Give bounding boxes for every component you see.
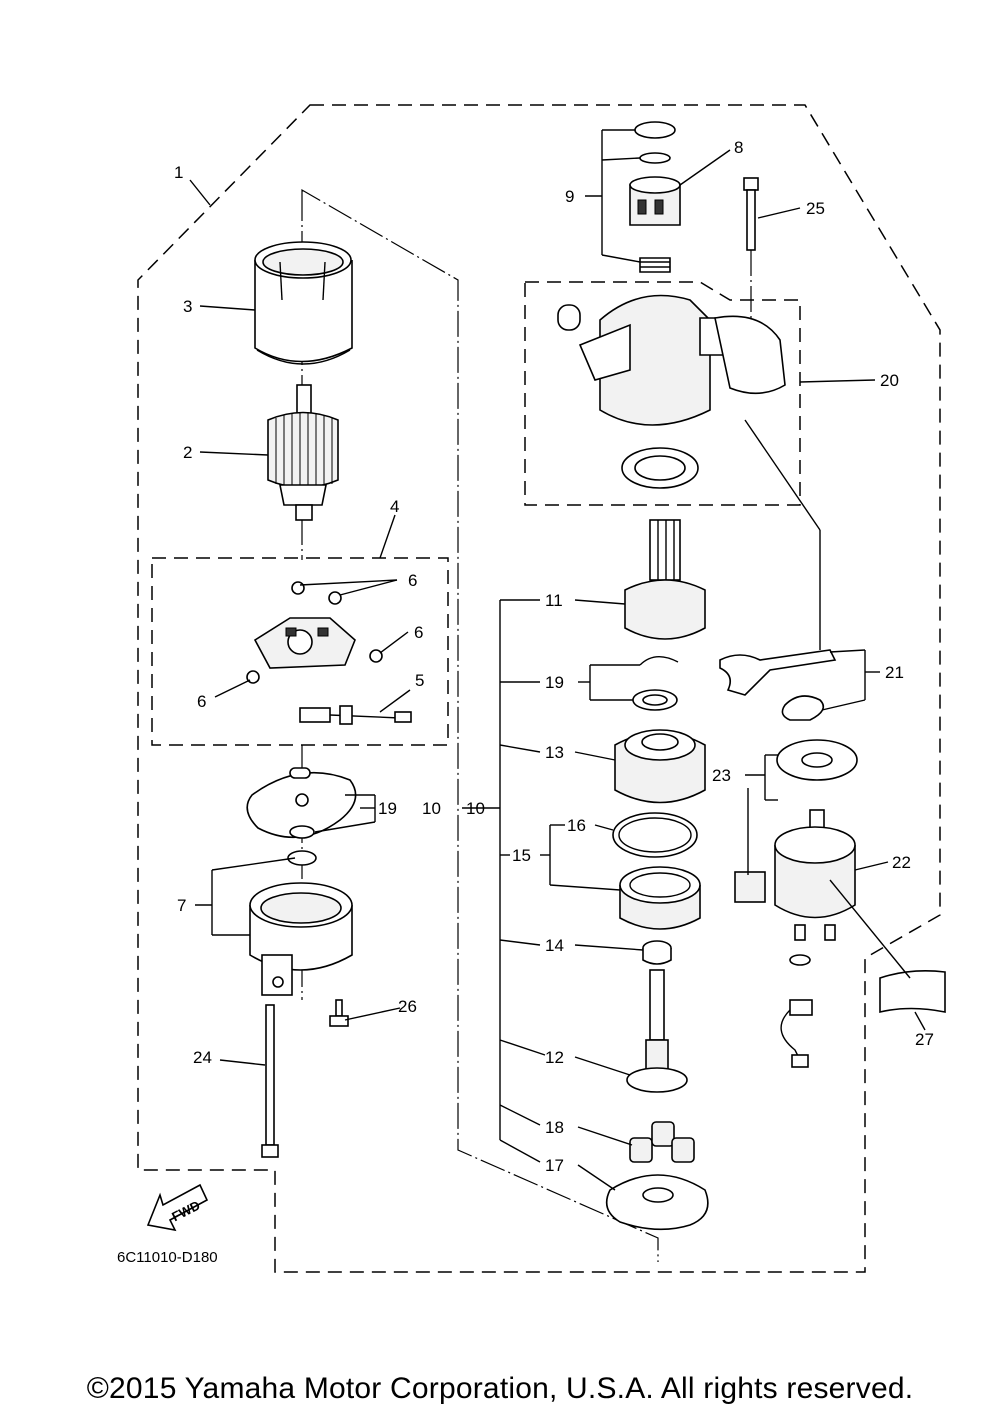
brush-holder-part-4[interactable]	[253, 617, 356, 669]
label-19-left: 19	[378, 799, 397, 818]
label-15: 15	[512, 846, 531, 865]
solenoid-part-22[interactable]	[774, 809, 856, 1068]
copyright-text: ©2015 Yamaha Motor Corporation, U.S.A. A…	[86, 1372, 914, 1405]
label-20: 20	[880, 371, 899, 390]
label-6b: 6	[414, 623, 423, 642]
label-23: 23	[712, 766, 731, 785]
label-24: 24	[193, 1048, 212, 1067]
label-5: 5	[415, 671, 424, 690]
yoke-part-3[interactable]	[254, 241, 353, 365]
plate-part-17[interactable]	[605, 1174, 709, 1231]
pinion-part-8[interactable]	[629, 176, 681, 226]
label-26: 26	[398, 997, 417, 1016]
label-10-right: 10	[466, 799, 485, 818]
label-17: 17	[545, 1156, 564, 1175]
label-10-left: 10	[422, 799, 441, 818]
label-18: 18	[545, 1118, 564, 1137]
lever-part-21[interactable]	[719, 649, 837, 721]
plate-contact-part-23[interactable]	[734, 739, 858, 903]
gear-case-part-13[interactable]	[614, 729, 706, 804]
ring-part-16[interactable]	[612, 812, 698, 858]
label-21: 21	[885, 663, 904, 682]
armature-part-2[interactable]	[267, 384, 339, 521]
label-16: 16	[567, 816, 586, 835]
assembly-1-outline	[137, 104, 941, 1273]
front-housing-part-20[interactable]	[557, 294, 786, 489]
label-7: 7	[177, 896, 186, 915]
drive-shaft-part-11[interactable]	[624, 519, 706, 640]
clip-washer-part-19-right[interactable]	[632, 656, 679, 711]
label-14: 14	[545, 936, 564, 955]
leader-lines	[189, 129, 926, 1191]
bushing-part-14[interactable]	[642, 940, 672, 965]
center-axis-line	[301, 188, 659, 1262]
label-13: 13	[545, 743, 564, 762]
assembly-20-outline	[524, 281, 801, 506]
label-1: 1	[174, 163, 183, 182]
brush-part-5[interactable]	[299, 705, 412, 725]
label-19-right: 19	[545, 673, 564, 692]
label-6c: 6	[197, 692, 206, 711]
label-22: 22	[892, 853, 911, 872]
label-12: 12	[545, 1048, 564, 1067]
shaft-carrier-part-12[interactable]	[626, 969, 688, 1093]
internal-gear-part-15[interactable]	[619, 866, 701, 930]
part-labels: 1 3 2 4 6 6 6 5 19 10 7 24 26 8 9 25 20 …	[174, 138, 934, 1175]
label-2: 2	[183, 443, 192, 462]
label-6a: 6	[408, 571, 417, 590]
pad-part-27[interactable]	[879, 970, 946, 1014]
planet-gear-part-18[interactable]	[629, 1121, 695, 1163]
diagram-code: 6C11010-D180	[117, 1249, 218, 1266]
through-bolt-part-24[interactable]	[261, 1004, 279, 1158]
pinion-stopper-part-9[interactable]	[634, 121, 676, 273]
label-27: 27	[915, 1030, 934, 1049]
label-25: 25	[806, 199, 825, 218]
label-8: 8	[734, 138, 743, 157]
end-cover-part-7[interactable]	[249, 850, 353, 996]
screw-part-26[interactable]	[329, 999, 349, 1027]
plate-part-19-left[interactable]	[246, 767, 357, 839]
label-9: 9	[565, 187, 574, 206]
fwd-arrow-icon: FWD	[146, 1183, 209, 1232]
label-11: 11	[545, 591, 563, 610]
label-4: 4	[390, 497, 399, 516]
bolt-part-25[interactable]	[743, 177, 759, 355]
label-3: 3	[183, 297, 192, 316]
